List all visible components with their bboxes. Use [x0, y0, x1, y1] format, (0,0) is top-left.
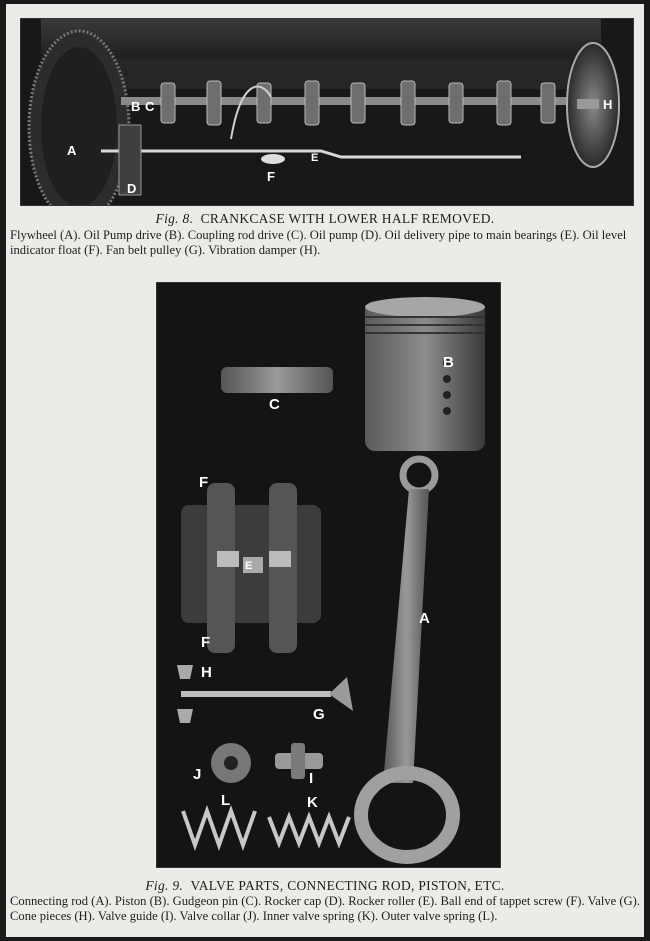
fig9-label-l: L [221, 792, 230, 809]
fig9-number: Fig. 9. [145, 878, 184, 893]
fig9-title-text: VALVE PARTS, CONNECTING ROD, PISTON, ETC… [190, 878, 505, 893]
fig8-label-h: H [603, 97, 612, 112]
fig9-label-f-top: F [199, 474, 208, 491]
book-page: A B C D E F H Fig. 8. CRANKCASE WITH LOW… [6, 4, 644, 937]
fig9-label-h: H [201, 664, 212, 681]
fig9-label-a: A [419, 610, 430, 627]
fig8-number: Fig. 8. [155, 211, 194, 226]
fig8-label-b: B [131, 99, 140, 114]
fig8-label-a: A [67, 143, 77, 158]
fig9-photo: A B C E F F G H I J K L [156, 282, 501, 868]
fig9-label-c: C [269, 396, 280, 413]
fig9-label-j: J [193, 766, 201, 783]
fig8-title: Fig. 8. CRANKCASE WITH LOWER HALF REMOVE… [6, 211, 644, 227]
crankcase-illustration: A B C D E F H [21, 19, 633, 205]
fig9-caption: Connecting rod (A). Piston (B). Gudgeon … [10, 894, 640, 923]
fig8-label-e: E [311, 152, 318, 164]
fig9-label-f-bottom: F [201, 634, 210, 651]
fig8-label-f: F [267, 169, 275, 184]
fig9-title: Fig. 9. VALVE PARTS, CONNECTING ROD, PIS… [6, 878, 644, 894]
valve-parts-illustration: A B C E F F G H I J K L [157, 283, 500, 867]
fig8-label-d: D [127, 181, 136, 196]
fig9-label-b: B [443, 354, 454, 371]
fig9-label-k: K [307, 794, 318, 811]
fig8-label-c: C [145, 99, 155, 114]
fig8-photo: A B C D E F H [20, 18, 634, 206]
fig9-label-g: G [313, 706, 325, 723]
fig9-label-i: I [309, 770, 313, 787]
fig8-caption: Flywheel (A). Oil Pump drive (B). Coupli… [10, 228, 627, 257]
fig8-title-text: CRANKCASE WITH LOWER HALF REMOVED. [200, 211, 495, 226]
fig9-label-e: E [245, 560, 252, 572]
